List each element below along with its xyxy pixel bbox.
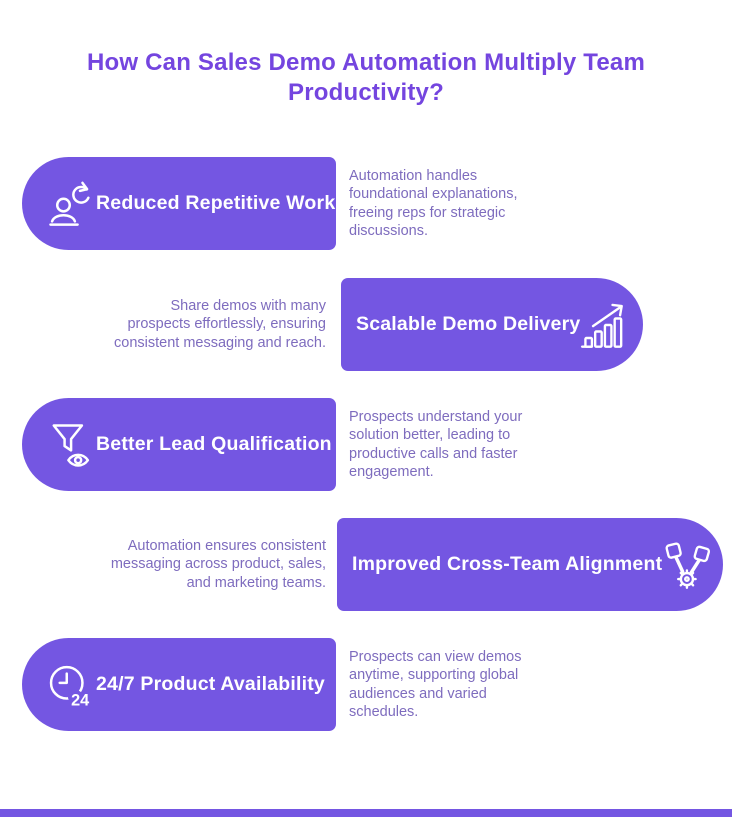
svg-text:24: 24 (71, 691, 89, 709)
banner-title: Reduced Repetitive Work (96, 192, 336, 214)
banner-title: 24/7 Product Availability (96, 673, 325, 695)
gear-pistons-icon (662, 539, 714, 591)
description-reduced-repetitive-work: Automation handles foundational explanat… (349, 157, 541, 250)
description-text: Prospects can view demos anytime, suppor… (349, 648, 522, 721)
banner-24-7-product-availability: 24 24/7 Product Availability (22, 638, 336, 731)
banner-scalable-demo-delivery: Scalable Demo Delivery (341, 278, 643, 371)
banner-title: Improved Cross-Team Alignment (352, 553, 663, 575)
banner-reduced-repetitive-work: Reduced Repetitive Work (22, 157, 336, 250)
clock-24-icon: 24 (44, 659, 96, 711)
description-text: Automation ensures consistent messaging … (110, 537, 326, 591)
page-title: How Can Sales Demo Automation Multiply T… (87, 49, 645, 106)
description-scalable-demo-delivery: Share demos with many prospects effortle… (106, 278, 326, 371)
growth-chart-icon (580, 299, 632, 351)
description-24-7-product-availability: Prospects can view demos anytime, suppor… (349, 638, 545, 731)
description-better-lead-qualification: Prospects understand your solution bette… (349, 398, 545, 491)
description-text: Prospects understand your solution bette… (349, 408, 523, 481)
description-text: Automation handles foundational explanat… (349, 167, 518, 240)
banner-title: Better Lead Qualification (96, 433, 332, 455)
description-text: Share demos with many prospects effortle… (114, 297, 326, 351)
banner-better-lead-qualification: Better Lead Qualification (22, 398, 336, 491)
footer-accent-bar (0, 809, 732, 817)
banner-title: Scalable Demo Delivery (356, 313, 581, 335)
person-sync-icon (44, 178, 96, 230)
funnel-eye-icon (44, 419, 96, 471)
banner-improved-cross-team-alignment: Improved Cross-Team Alignment (337, 518, 723, 611)
description-improved-cross-team-alignment: Automation ensures consistent messaging … (98, 518, 326, 611)
